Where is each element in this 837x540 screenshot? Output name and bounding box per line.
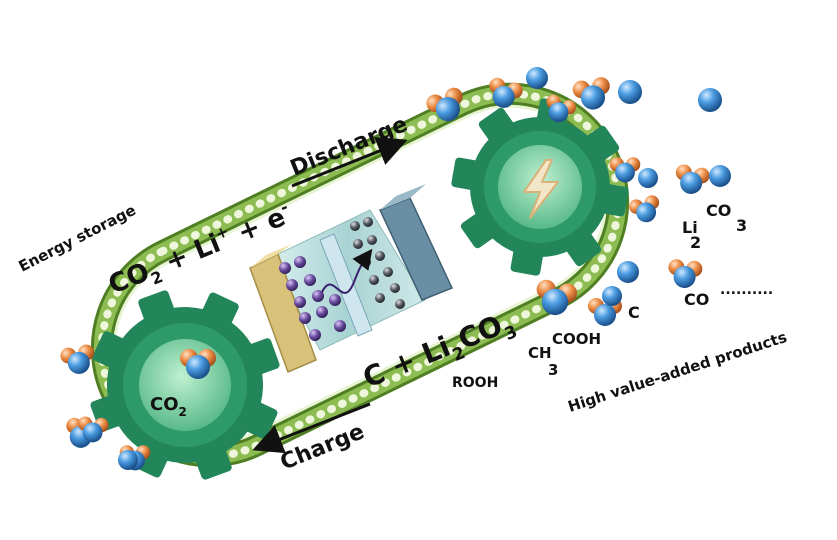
energy-storage-label: Energy storage [16,201,139,276]
molecule-icon [675,164,710,194]
molecule-icon [572,77,610,110]
molecule-icon [60,344,95,374]
molecule-icon [78,416,109,443]
atom-icon [709,165,731,187]
molecule-icon [668,259,703,288]
arrow-left-icon [252,402,371,454]
atom-icon [602,286,622,306]
gear-co2-label: CO2 [150,394,187,419]
atom-icon [618,80,642,104]
co-label: CO [684,290,709,309]
molecule-icon [536,279,578,316]
molecule-icon [180,349,216,379]
arrow-right-icon [291,136,408,188]
atom-icon [118,450,138,470]
battery-cell [249,184,454,374]
carbon-label: C [628,303,640,322]
atom-icon [698,88,722,112]
rooh-label: ROOH [452,375,498,391]
separator [319,233,373,337]
atom-icon [617,261,639,283]
molecule-cluster [60,67,731,471]
molecule-icon [609,157,641,183]
molecule-icon [489,77,523,108]
molecule-icon [546,94,577,123]
gear-icon [90,290,280,480]
lightning-bolt-icon [523,159,559,219]
atom-icon [638,168,658,188]
energy-gear [451,98,629,276]
ellipsis-label: .......... [720,282,773,298]
wave-arrow [321,248,373,294]
molecule-icon [629,195,660,223]
atom-icon [526,67,548,89]
purple-ions [279,256,346,341]
molecule-icon [426,87,463,122]
co2-gear: CO2 [90,290,280,480]
